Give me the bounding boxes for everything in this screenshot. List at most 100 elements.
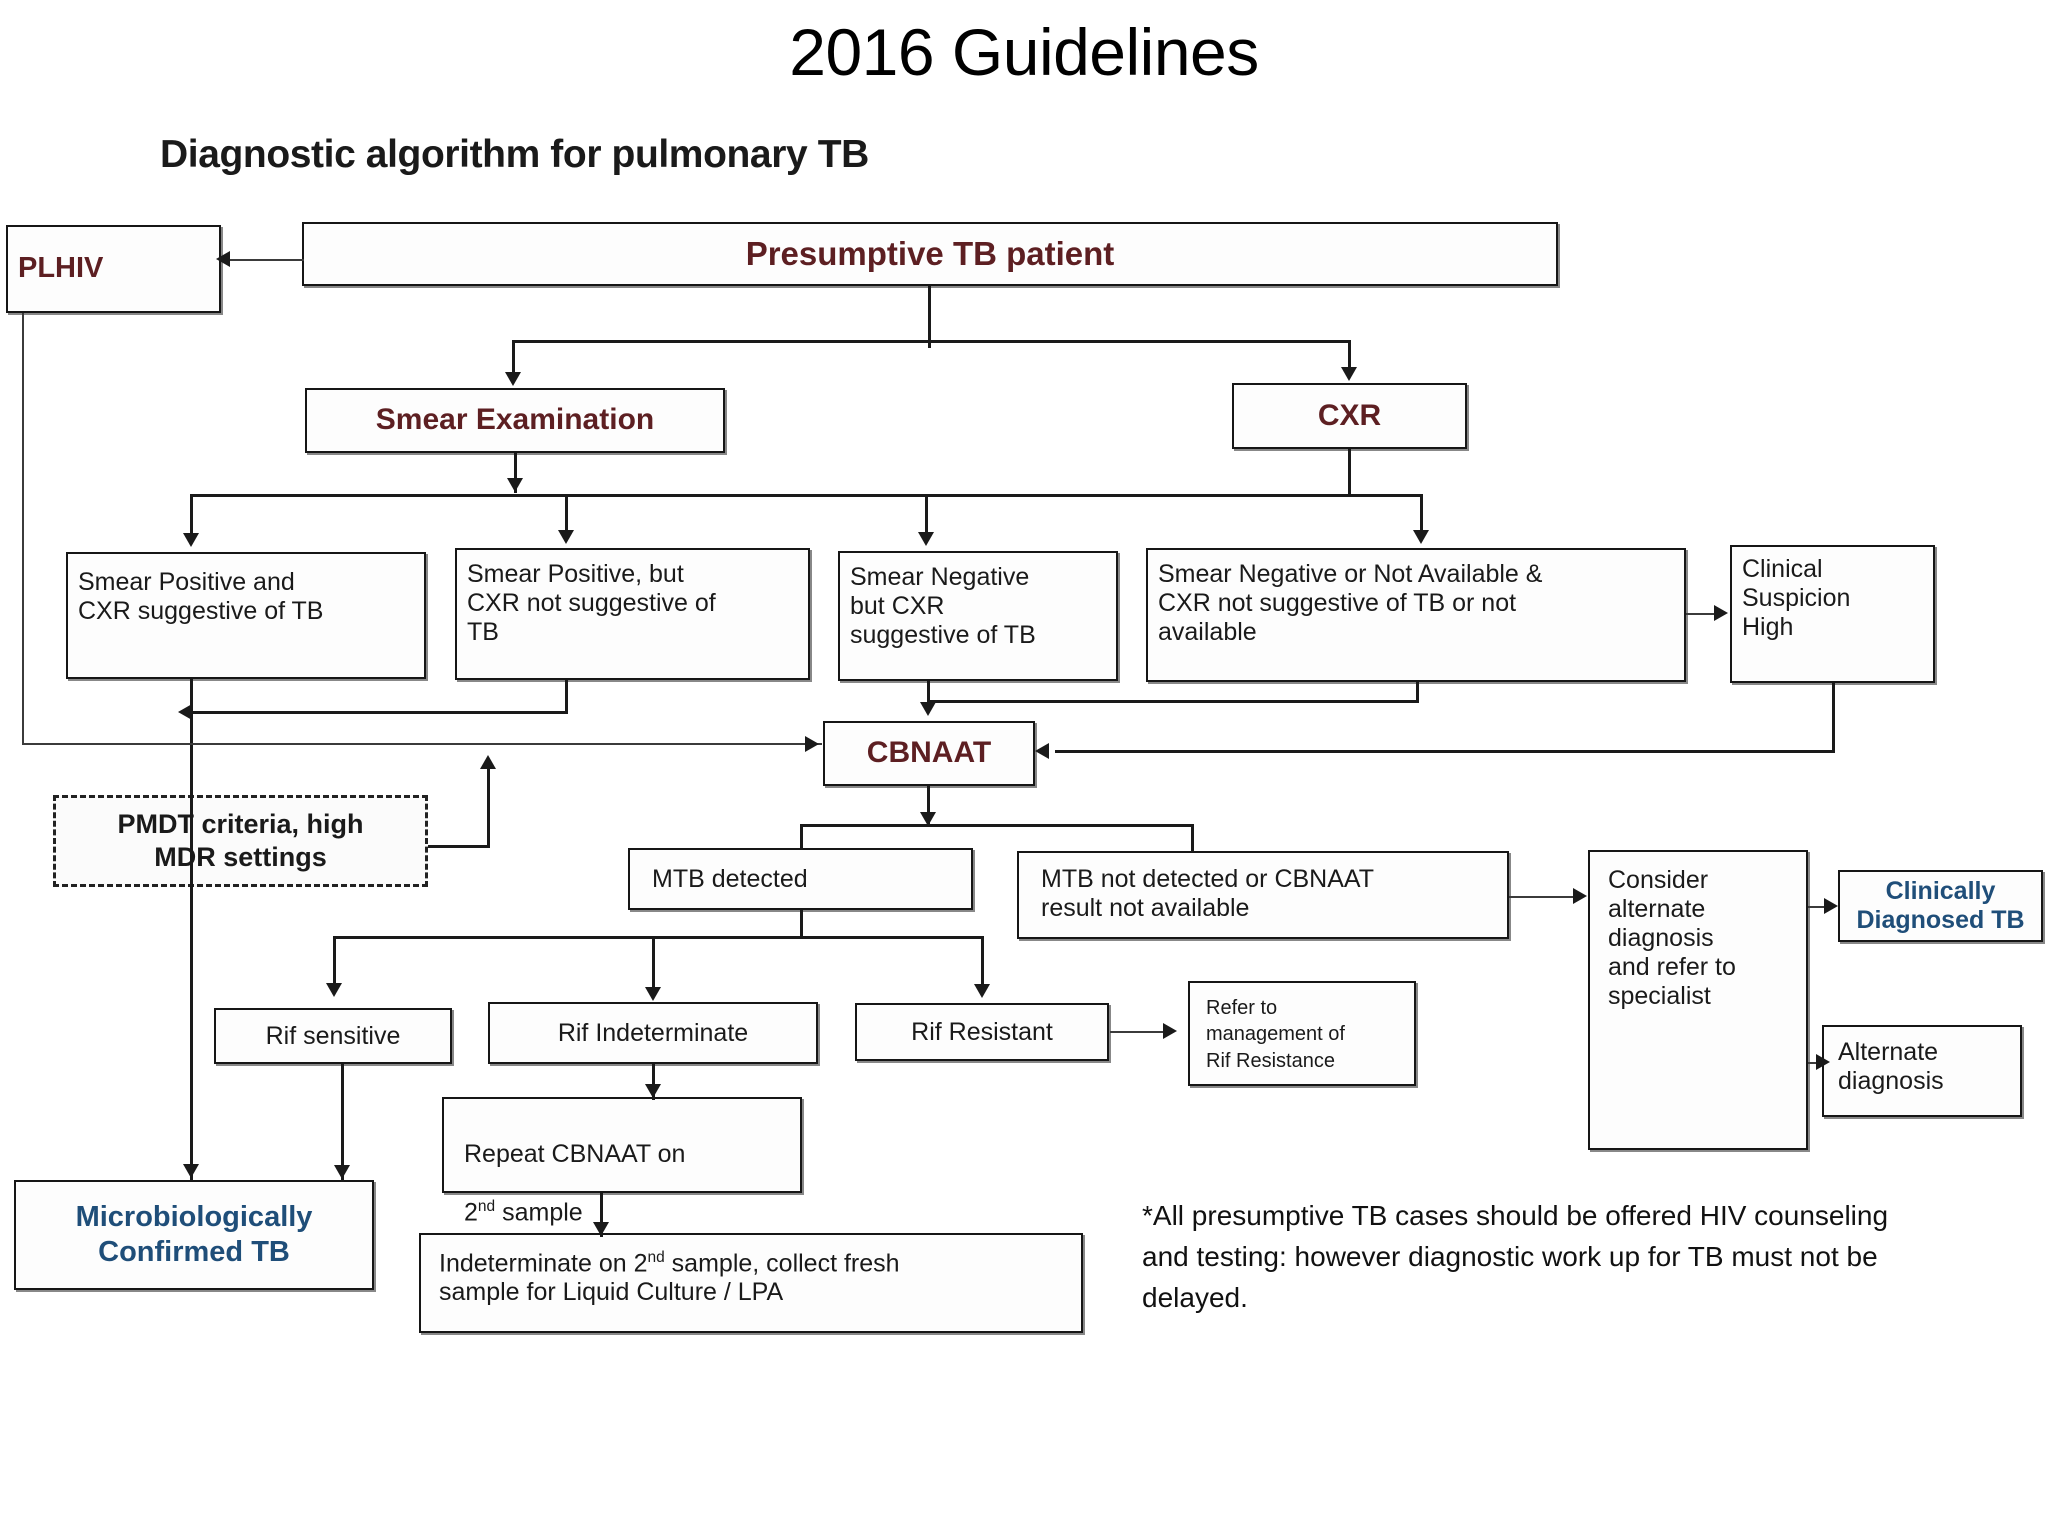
edge-to-rif-indeterminate [652,936,655,990]
edge-rif-indeterminate-down [652,1064,655,1100]
node-mtb-detected-label: MTB detected [652,864,808,893]
edge-cond4-down [1416,682,1419,702]
arrowhead-cbnaat-top [920,702,936,716]
node-rif-indeterminate[interactable]: Rif Indeterminate [488,1002,818,1064]
arrowhead-repeat-cbnaat [645,1084,661,1098]
edge-cond3-down [927,681,930,705]
node-alternate-diagnosis-label: Alternate diagnosis [1838,1038,1944,1095]
node-rif-resistant[interactable]: Rif Resistant [855,1003,1109,1061]
arrowhead-rif-indeterminate [645,987,661,1001]
arrowhead-cond1-merge [178,704,192,720]
node-microbiologically-confirmed-tb[interactable]: Microbiologically Confirmed TB [14,1180,374,1290]
arrowhead-confirmed-right [334,1165,350,1179]
edge-cond2-down [565,680,568,714]
node-smear-pos-cxr-sugg-label: Smear Positive and CXR suggestive of TB [78,568,324,625]
node-rif-sensitive[interactable]: Rif sensitive [214,1008,452,1064]
node-smear-negative-cxr-suggestive[interactable]: Smear Negative but CXR suggestive of TB [838,551,1118,681]
node-indeterminate-label: Indeterminate on 2nd sample, collect fre… [439,1249,900,1307]
node-cbnaat[interactable]: CBNAAT [823,721,1035,786]
node-consider-alternate-label: Consider alternate diagnosis and refer t… [1608,866,1736,1010]
edge-mtb-not-detected-right [1509,896,1577,898]
node-pmdt-label: PMDT criteria, high MDR settings [117,809,364,872]
node-repeat-cbnaat-label: Repeat CBNAAT on 2nd sample [464,1111,685,1227]
arrowhead-rif-sensitive [326,983,342,997]
edge-to-mtb-not-detected [1191,824,1194,852]
edge-pmdt-right [428,845,490,848]
edge-rif-resistant-right [1110,1031,1166,1033]
edge-to-smear-exam [512,340,515,374]
arrowhead-refer-rif [1163,1023,1177,1039]
arrowhead-cbnaat-down [920,812,936,826]
node-mtb-not-detected[interactable]: MTB not detected or CBNAAT result not av… [1017,851,1509,939]
node-rif-indeterminate-label: Rif Indeterminate [557,1018,749,1047]
node-rif-sensitive-label: Rif sensitive [265,1021,401,1050]
edge-to-cond-3 [925,494,928,536]
node-mtb-detected[interactable]: MTB detected [628,848,973,910]
edge-to-mtb-detected [800,824,803,850]
node-cxr-label: CXR [1317,398,1382,432]
edge-clinical-suspicion-left [1055,750,1835,753]
edge-presumptive-down [928,286,931,340]
repeat-cbnaat-sup: nd [477,1198,496,1215]
node-smear-examination[interactable]: Smear Examination [305,388,725,453]
node-smear-positive-cxr-not-suggestive[interactable]: Smear Positive, but CXR not suggestive o… [455,548,810,680]
diagram-heading: Diagnostic algorithm for pulmonary TB [160,133,869,176]
edge-mtb-detected-down [800,910,803,938]
edge-plhiv-right [22,743,822,745]
node-refer-rif-resistance[interactable]: Refer to management of Rif Resistance [1188,981,1416,1086]
arrowhead-rif-resistant [974,984,990,998]
node-smear-exam-label: Smear Examination [375,403,655,437]
arrowhead-to-plhiv [216,251,230,267]
arrowhead-clinically-diagnosed [1824,898,1838,914]
node-repeat-cbnaat[interactable]: Repeat CBNAAT on 2nd sample [442,1097,802,1226]
node-indeterminate-second-sample[interactable]: Indeterminate on 2nd sample, collect fre… [419,1233,1083,1333]
edge-to-rif-resistant [981,936,984,986]
node-presumptive-tb-patient[interactable]: Presumptive TB patient [302,222,1558,286]
edge-to-cond-1 [190,494,193,538]
node-cxr[interactable]: CXR [1232,383,1467,449]
arrowhead-pmdt-up [480,755,496,769]
arrowhead-cond-3 [918,532,934,546]
node-smear-pos-cxr-not-label: Smear Positive, but CXR not suggestive o… [467,560,716,646]
edge-to-clinically-diagnosed [1808,906,1832,908]
arrowhead-cond-4 [1413,530,1429,544]
node-consider-alternate-diagnosis[interactable]: Consider alternate diagnosis and refer t… [1588,850,1808,1150]
footnote-text: *All presumptive TB cases should be offe… [1142,1200,1889,1313]
edge-cond2-left [190,711,568,714]
node-pmdt-criteria[interactable]: PMDT criteria, high MDR settings [53,795,428,887]
edge-to-cond-4 [1420,494,1423,534]
node-smear-positive-cxr-suggestive[interactable]: Smear Positive and CXR suggestive of TB [66,552,426,679]
node-alternate-diagnosis[interactable]: Alternate diagnosis [1822,1025,2022,1117]
edge-cond4-left [927,700,1419,703]
indeterminate-sup: nd [647,1249,665,1266]
edge-smear-distribution [190,494,1422,497]
node-smear-neg-cxr-sugg-label: Smear Negative but CXR suggestive of TB [850,563,1036,649]
edge-to-rif-sensitive [333,936,336,986]
edge-plhiv-down [22,313,24,743]
node-plhiv-label: PLHIV [18,252,104,285]
node-plhiv[interactable]: PLHIV [6,225,221,313]
repeat-cbnaat-num: 2 [464,1198,478,1227]
arrowhead-clinical-suspicion [1714,605,1728,621]
edge-to-cond-2 [565,494,568,534]
node-cbnaat-label: CBNAAT [866,736,992,770]
edge-clinical-suspicion-down [1832,683,1835,753]
node-clinically-diagnosed-label: Clinically Diagnosed TB [1856,876,2025,935]
edge-left-rail-to-confirmed [190,711,193,1181]
arrowhead-cond-2 [558,530,574,544]
node-refer-rif-label: Refer to management of Rif Resistance [1206,997,1345,1072]
node-smear-negative-or-not-available[interactable]: Smear Negative or Not Available & CXR no… [1146,548,1686,682]
node-clinically-diagnosed-tb[interactable]: Clinically Diagnosed TB [1838,870,2043,942]
repeat-cbnaat-line1: Repeat CBNAAT on [464,1140,686,1168]
arrowhead-indeterminate-box [593,1222,609,1236]
arrowhead-smear-exam [505,372,521,386]
node-clinical-suspicion-high[interactable]: Clinical Suspicion High [1730,545,1935,683]
arrowhead-plhiv-cbnaat [805,736,819,752]
node-mtb-not-detected-label: MTB not detected or CBNAAT result not av… [1041,865,1374,922]
indeterminate-post: sample, collect fresh sample for Liquid … [439,1249,900,1307]
edge-presumptive-to-plhiv [228,259,304,261]
arrowhead-cbnaat-right [1035,743,1049,759]
arrowhead-consider-alternate [1573,888,1587,904]
arrowhead-smear-exam-down [507,478,523,492]
edge-to-clinical-suspicion [1686,613,1718,615]
